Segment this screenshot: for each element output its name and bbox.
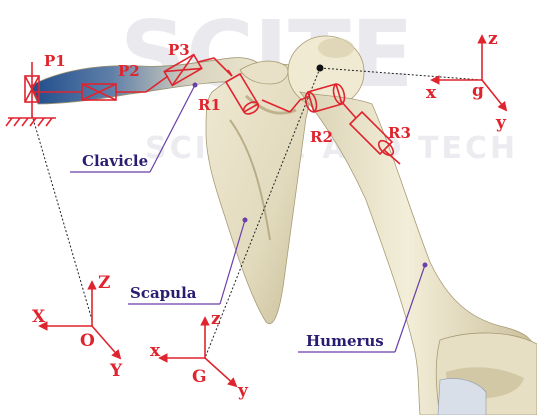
base-y-label: Y <box>109 361 123 381</box>
scapula-z-label: z <box>211 309 221 329</box>
label-p1: P1 <box>44 52 66 70</box>
bones <box>30 36 537 415</box>
humerus-y-label: y <box>495 113 507 133</box>
ground-symbol <box>6 108 56 126</box>
scapula-x-label: x <box>150 341 161 361</box>
label-r2: R2 <box>310 128 333 146</box>
label-clavicle: Clavicle <box>82 152 148 170</box>
humerus-x-label: x <box>426 83 437 103</box>
scapula-y-label: y <box>237 381 249 401</box>
label-scapula: Scapula <box>130 284 197 302</box>
base-origin-label: O <box>80 331 95 351</box>
label-r3: R3 <box>388 124 411 142</box>
base-x-label: X <box>32 307 46 327</box>
scapula-origin-label: G <box>192 367 207 387</box>
label-r1: R1 <box>198 96 221 114</box>
humerus-origin-label: g <box>472 81 484 101</box>
label-p3: P3 <box>168 41 190 59</box>
label-p2: P2 <box>118 62 140 80</box>
base-z-label: Z <box>98 273 110 293</box>
humerus-z-label: z <box>488 29 498 49</box>
label-humerus: Humerus <box>306 332 384 350</box>
